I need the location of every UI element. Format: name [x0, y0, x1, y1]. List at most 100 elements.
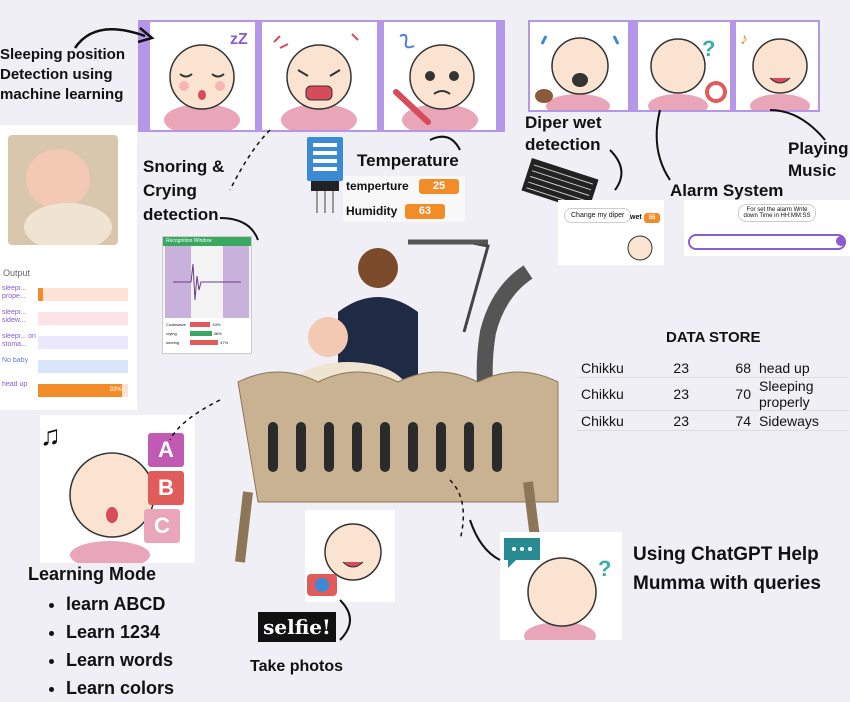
humidity-value: 63 [405, 204, 445, 219]
selfie-sign: selfie! [258, 612, 336, 642]
table-cell: Chikku [577, 358, 637, 378]
audio-row: Cooktwave 34% [166, 320, 248, 329]
table-cell: 70 [693, 377, 755, 411]
ml-output-bar [38, 312, 128, 325]
audio-row: snoring 47% [166, 338, 248, 347]
ml-output-row: head up 93% [0, 381, 137, 403]
ml-output-bar [38, 336, 128, 349]
table-cell: 74 [693, 410, 755, 431]
baby-scared-icon [535, 35, 620, 110]
audio-row-value: 36% [213, 331, 222, 336]
ml-output-bar [38, 288, 128, 301]
ml-output-label: sleepi... on stoma... [2, 333, 36, 348]
baby-crying-card [262, 22, 377, 130]
audio-row: crying 36% [166, 329, 248, 338]
svg-text:?: ? [702, 36, 715, 61]
audio-row-bar [190, 331, 212, 336]
audio-row-value: 34% [212, 322, 221, 327]
arrow-to-sleep-panels [73, 27, 155, 49]
audio-window-title: Recognition Window [163, 237, 251, 246]
waveform [163, 246, 251, 318]
learning-mode-title: Learning Mode [28, 564, 157, 584]
temperature-value: 25 [419, 179, 459, 194]
send-icon[interactable] [836, 236, 846, 246]
wet-label: wet [630, 214, 642, 221]
audio-rows: Cooktwave 34% crying 36% snoring 47% [163, 318, 251, 349]
chatgpt-baby-image: ? [500, 532, 622, 640]
ml-output-bar [38, 360, 128, 373]
letter-block: B [148, 471, 184, 505]
data-store-title: DATA STORE [666, 329, 761, 346]
alarm-system-label: Alarm System [670, 181, 784, 200]
temperature-label: Temperature [357, 151, 459, 170]
alarm-chat-bubble: For set the alarm Write down Time in HH:… [738, 204, 816, 222]
cradle-photo [228, 232, 560, 572]
doll-photo [8, 135, 118, 245]
baby-question-card: ? [638, 22, 730, 110]
letter-block: A [148, 433, 184, 467]
sensor-readings: temperture 25 Humidity 63 [343, 176, 465, 222]
table-cell: 23 [637, 358, 693, 378]
table-cell: Chikku [577, 377, 637, 411]
ml-output-row: sleepi... prope... [0, 285, 137, 307]
baby-crying-icon [273, 33, 359, 130]
wet-value: 55 [644, 213, 660, 223]
baby-scared-card [530, 22, 628, 110]
ml-output-label: No baby [2, 357, 29, 364]
svg-text:♫: ♫ [40, 420, 61, 451]
ml-output-label: head up [2, 381, 28, 388]
diper-chat-panel: Change my diper wet 55 [558, 200, 664, 265]
svg-text:zZ: zZ [230, 31, 248, 48]
audio-row-label: snoring [166, 340, 180, 345]
learning-item: Learn colors [66, 674, 174, 702]
ml-output-row: sleepi... sidew... [0, 309, 137, 331]
svg-text:?: ? [598, 556, 611, 581]
snoring-crying-label: Snoring & Crying detection [143, 157, 225, 224]
table-cell: Sideways [755, 410, 849, 431]
audio-row-bar [190, 340, 219, 345]
baby-fever-icon [393, 33, 478, 130]
table-cell: 68 [693, 358, 755, 378]
playing-music-label: Playing Music [788, 139, 849, 180]
small-baby-icon [627, 235, 653, 261]
ml-model-panel: Output sleepi... prope... sleepi... sidew… [0, 125, 137, 410]
ml-output-row: sleepi... on stoma... [0, 333, 137, 355]
learning-item: Learn 1234 [66, 618, 174, 646]
audio-row-label: Cooktwave [166, 322, 186, 327]
table-cell: Sleeping properly [755, 377, 849, 411]
learning-list: learn ABCDLearn 1234Learn wordsLearn col… [44, 590, 174, 702]
diper-wet-label: Diper wet detection [525, 113, 602, 154]
output-title: Output [3, 268, 31, 278]
chatgpt-label: Using ChatGPT Help Mumma with queries [633, 544, 821, 594]
audio-row-bar [190, 322, 211, 327]
ml-output-bar-fill: 93% [38, 384, 122, 397]
temperature-reading-label: temperture [346, 179, 409, 193]
baby-sleeping-card: zZ [150, 22, 255, 130]
dht-sensor [305, 135, 345, 215]
learning-item: Learn words [66, 646, 174, 674]
baby-happy-icon: ♪ [740, 31, 810, 110]
take-photos-label: Take photos [250, 658, 344, 675]
baby-sleeping-icon: zZ [164, 31, 248, 130]
audio-row-value: 47% [220, 340, 229, 345]
table-cell: Chikku [577, 410, 637, 431]
table-cell: head up [755, 358, 849, 378]
svg-text:♪: ♪ [740, 31, 748, 48]
sleeping-position-label: Sleeping position Detection using machin… [0, 46, 126, 103]
ml-output-label: sleepi... sidew... [2, 309, 27, 324]
ml-output-bar: 93% [38, 384, 128, 397]
ml-output-label: sleepi... prope... [2, 285, 27, 300]
alarm-chat-panel: For set the alarm Write down Time in HH:… [684, 200, 850, 256]
diper-chat-bubble: Change my diper [564, 208, 632, 223]
alarm-input-field[interactable] [688, 234, 846, 250]
baby-question-icon: ? [648, 36, 727, 110]
baby-fever-card [384, 22, 496, 130]
ml-output-row: No baby [0, 357, 137, 379]
audio-row-label: crying [166, 331, 177, 336]
audio-recognition-window: Recognition Window Cooktwave 34% crying 36%… [162, 236, 252, 354]
